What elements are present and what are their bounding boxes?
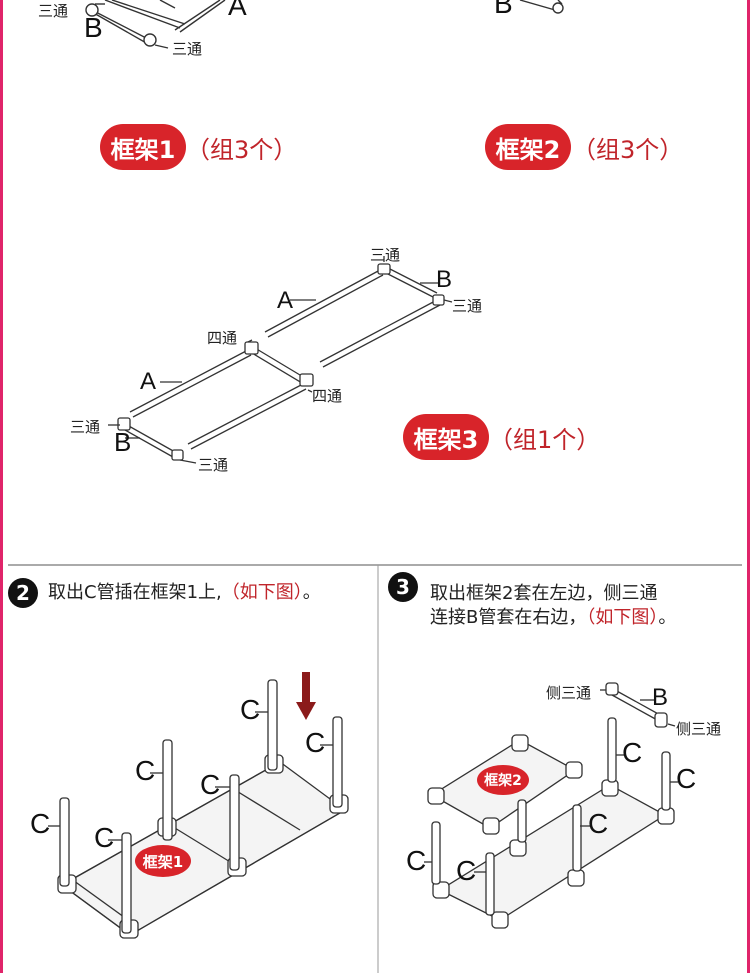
step3-line2: 连接B管套在右边， <box>430 607 587 628</box>
frame3-b-top: B <box>436 266 453 293</box>
step3-tail: 。 <box>658 607 677 628</box>
frame2-note: （组3个） <box>572 136 684 164</box>
step3-red: （如下图） <box>586 607 659 628</box>
frame3-santong-bottom: 三通 <box>198 456 229 474</box>
frame3-b-left: B <box>114 427 132 457</box>
frame3-sitong-left: 四通 <box>207 329 238 347</box>
step2-number: 2 <box>8 578 38 608</box>
frame2-badge: 框架2 <box>485 124 571 170</box>
frame3-santong-top: 三通 <box>370 246 401 264</box>
top-left-b-label: B <box>84 12 103 43</box>
top-left-santong-label: 三通 <box>38 2 69 20</box>
frame3-drawing <box>108 256 453 464</box>
top-right-b-label: B <box>494 0 513 19</box>
frame3-a-left: A <box>140 368 157 395</box>
top-left-a-label: A <box>228 0 247 21</box>
step3-c-label-2: C <box>456 855 477 886</box>
step2-c-label-4: C <box>200 769 221 800</box>
step2-red: （如下图） <box>221 582 303 603</box>
frame1-note: （组3个） <box>186 136 298 164</box>
frame3-santong-left: 三通 <box>70 418 101 436</box>
step3-text: 取出框架2套在左边，侧三通 连接B管套在右边，（如下图）。 <box>430 582 676 630</box>
step3-line1: 取出框架2套在左边，侧三通 <box>430 583 658 604</box>
step2-drawing <box>48 679 349 939</box>
step2-c-label-5: C <box>240 694 261 725</box>
step2-c-label-6: C <box>305 727 326 758</box>
down-arrow-icon <box>296 672 316 720</box>
step3-drawing <box>424 682 678 929</box>
top-left-santong2-label: 三通 <box>172 40 203 58</box>
step3-side-tee-left: 侧三通 <box>546 684 592 702</box>
step2-text: 取出C管插在框架1上,（如下图）。 <box>48 581 321 605</box>
step3-c-label-5: C <box>676 763 697 794</box>
frame3-note: （组1个） <box>489 426 601 454</box>
frame1-badge: 框架1 <box>100 124 186 170</box>
frame3-santong-top-right: 三通 <box>452 297 483 315</box>
right-border <box>747 0 750 973</box>
step2-c-label-1: C <box>30 808 51 839</box>
frame3-badge: 框架3 <box>403 414 489 460</box>
top-right-frame <box>519 0 564 14</box>
step2-tail: 。 <box>302 582 321 603</box>
frame3-a-top: A <box>277 287 294 314</box>
step3-c-label-4: C <box>622 737 643 768</box>
step3-frame2-oval: 框架2 <box>477 765 529 795</box>
step2-main: 取出C管插在框架1上, <box>48 582 222 603</box>
step3-b-label: B <box>652 684 669 711</box>
step2-c-label-2: C <box>94 822 115 853</box>
step3-number: 3 <box>388 572 418 602</box>
left-border <box>0 0 3 973</box>
frame3-sitong-right: 四通 <box>312 387 343 405</box>
step3-c-label-1: C <box>406 845 427 876</box>
step3-side-tee-right: 侧三通 <box>676 720 722 738</box>
step3-c-label-3: C <box>588 808 609 839</box>
step2-frame1-oval: 框架1 <box>135 845 191 877</box>
top-left-frame <box>85 0 226 49</box>
step2-c-label-3: C <box>135 755 156 786</box>
